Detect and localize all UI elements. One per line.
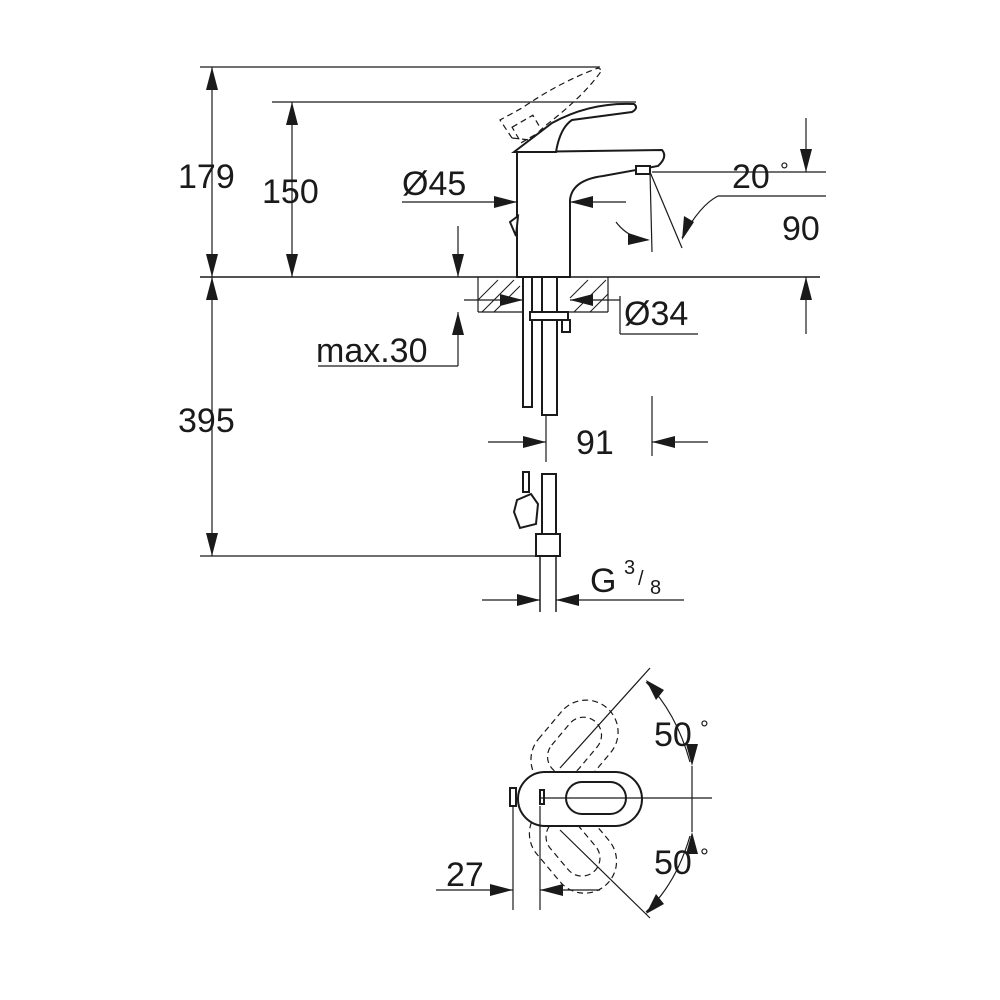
connection-fraction-slash: / — [638, 568, 644, 590]
popup-rod-knob — [508, 213, 520, 237]
side-view: 179 150 Ø45 20 ° 90 Ø — [178, 66, 826, 612]
dim-lever-offset: 27 — [446, 856, 484, 894]
degree-symbol-up: ° — [700, 716, 709, 741]
hose-left-lower — [522, 471, 530, 493]
dim-spout-height: 150 — [262, 173, 319, 211]
dim-body-diameter: Ø45 — [402, 165, 466, 203]
aerator — [635, 165, 651, 175]
dim-spout-angle: 20 — [732, 158, 770, 196]
connection-prefix: G — [590, 562, 616, 600]
popup-weight — [512, 492, 540, 530]
dim-lever-rotation-down: 50 — [654, 844, 692, 882]
degree-symbol-down: ° — [700, 844, 709, 869]
hose-connector — [535, 533, 561, 557]
dim-hole-diameter: Ø34 — [624, 295, 688, 333]
connection-numerator: 3 — [624, 557, 635, 579]
dim-spout-reach: 91 — [576, 424, 614, 462]
dim-max-thickness: max.30 — [316, 332, 428, 370]
dim-total-height: 179 — [178, 158, 235, 196]
lever-handle — [511, 102, 638, 153]
hose-lower — [541, 473, 557, 535]
lever-cartridge-raised — [511, 114, 543, 144]
dim-hose-length: 395 — [178, 402, 235, 440]
dim-lever-rotation-up: 50 — [654, 716, 692, 754]
top-view: 50 ° 50 ° 27 — [436, 667, 712, 919]
mounting-nut — [529, 311, 569, 321]
lever-handle-raised — [499, 67, 603, 141]
connection-denominator: 8 — [650, 577, 661, 599]
indicator-mark — [539, 789, 545, 805]
dim-spout-reach-height: 90 — [782, 210, 820, 248]
hose-left — [522, 276, 533, 408]
threaded-shank — [561, 319, 571, 333]
faucet-body — [516, 148, 666, 278]
hose-right — [541, 276, 558, 416]
popup-rod-top — [509, 787, 517, 807]
degree-symbol-angle: ° — [780, 158, 789, 183]
